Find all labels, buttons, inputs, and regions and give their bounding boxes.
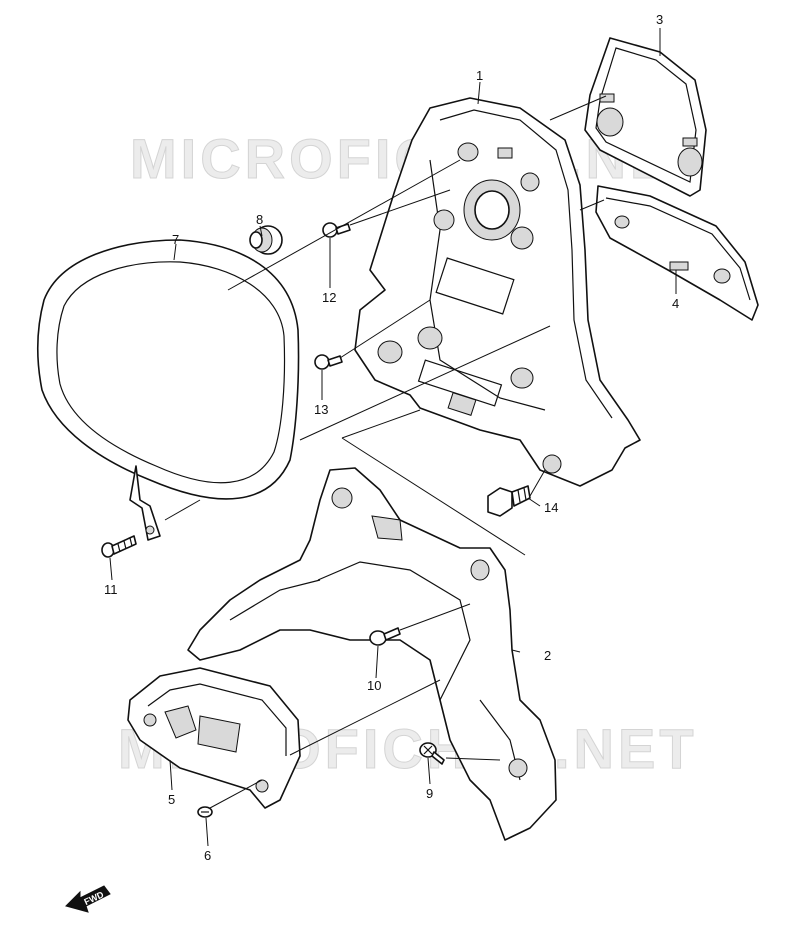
fwd-arrow-icon: FWD bbox=[65, 885, 111, 913]
callout-5: 5 bbox=[168, 792, 175, 807]
screw-13[interactable] bbox=[314, 354, 343, 370]
assembly-lines bbox=[164, 95, 607, 809]
part-7-cushion[interactable] bbox=[36, 239, 300, 541]
callout-1: 1 bbox=[476, 68, 483, 83]
callout-8: 8 bbox=[256, 212, 263, 227]
screw-6[interactable] bbox=[197, 806, 213, 818]
callout-13: 13 bbox=[314, 402, 328, 417]
callout-9: 9 bbox=[426, 786, 433, 801]
callout-10: 10 bbox=[367, 678, 381, 693]
screw-10[interactable] bbox=[369, 627, 401, 646]
callout-6: 6 bbox=[204, 848, 211, 863]
callout-leaders bbox=[109, 28, 677, 847]
part-8-grommet[interactable] bbox=[249, 225, 283, 255]
bolt-14[interactable] bbox=[487, 485, 531, 517]
part-4-cover[interactable] bbox=[595, 185, 759, 321]
callout-4: 4 bbox=[672, 296, 679, 311]
callout-12: 12 bbox=[322, 290, 336, 305]
callout-3: 3 bbox=[656, 12, 663, 27]
part-2-lower-cover[interactable] bbox=[187, 467, 557, 841]
screw-9[interactable] bbox=[419, 742, 445, 765]
callout-7: 7 bbox=[172, 232, 179, 247]
screw-11[interactable] bbox=[101, 535, 137, 558]
part-1-backrest-frame[interactable] bbox=[354, 97, 641, 487]
callout-2: 2 bbox=[544, 648, 551, 663]
part-3-frame[interactable] bbox=[584, 37, 707, 197]
part-5-trim[interactable] bbox=[127, 667, 301, 809]
callout-14: 14 bbox=[544, 500, 558, 515]
callout-11: 11 bbox=[104, 582, 118, 597]
